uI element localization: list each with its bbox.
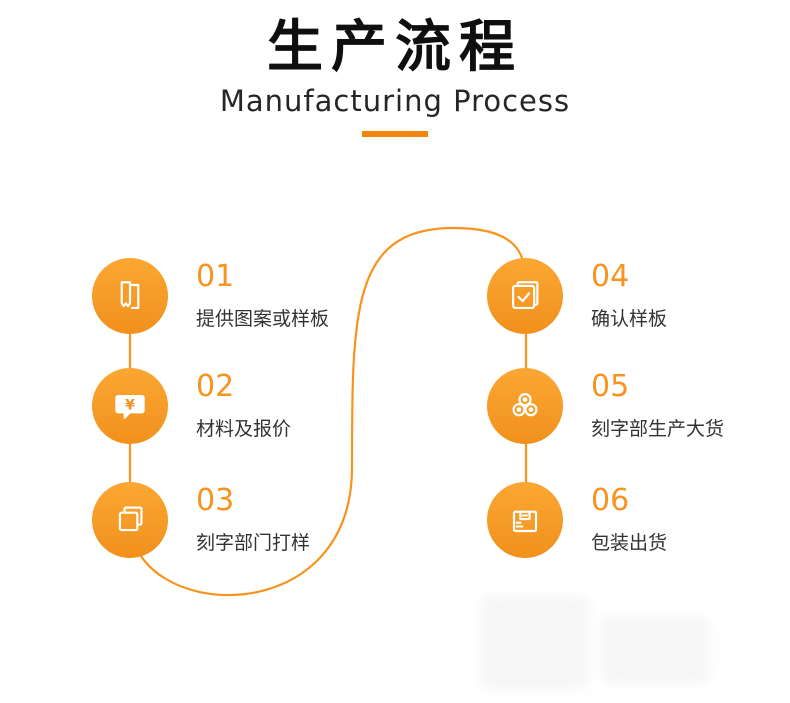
bulk-production-rolls-icon: [512, 392, 538, 417]
step-number: 06: [591, 483, 630, 518]
step-number: 02: [196, 369, 235, 404]
step-label: 刻字部生产大货: [591, 417, 725, 440]
step-label: 提供图案或样板: [196, 307, 330, 330]
process-step-3: 03 刻字部门打样: [92, 482, 310, 558]
step-circle: [487, 258, 563, 334]
step-label: 刻字部门打样: [196, 531, 311, 554]
step-label: 包装出货: [591, 531, 668, 554]
section-subtitle: Manufacturing Process: [219, 84, 571, 119]
proof-sheets-icon: [118, 506, 143, 532]
process-step-1: 01 提供图案或样板: [92, 258, 329, 334]
step-circle: ¥: [92, 368, 168, 444]
section-header: 生产流程 Manufacturing Process: [0, 0, 790, 138]
package-box-icon: [512, 510, 538, 533]
step-circle: [487, 368, 563, 444]
section-title: 生产流程: [267, 15, 523, 80]
step-circle: [92, 258, 168, 334]
step-text: 05 刻字部生产大货: [591, 368, 724, 441]
step-text: 02 材料及报价: [196, 368, 291, 441]
process-step-6: 06 包装出货: [487, 482, 667, 558]
price-quote-icon: ¥: [115, 395, 145, 419]
step-text: 01 提供图案或样板: [196, 258, 329, 331]
step-number: 03: [196, 483, 235, 518]
step-text: 06 包装出货: [591, 482, 667, 555]
step-label: 确认样板: [591, 307, 668, 330]
step-number: 05: [591, 369, 630, 404]
step-number: 01: [196, 259, 235, 294]
process-step-2: ¥ 02 材料及报价: [92, 368, 291, 444]
step-label: 材料及报价: [196, 417, 292, 440]
step-circle: [487, 482, 563, 558]
step-number: 04: [591, 259, 630, 294]
accent-divider: [362, 131, 428, 138]
process-step-4: 04 确认样板: [487, 258, 667, 334]
step-circle: [92, 482, 168, 558]
confirm-sample-icon: [511, 281, 539, 310]
fabric-sample-icon: [120, 281, 140, 310]
step-text: 03 刻字部门打样: [196, 482, 310, 555]
process-step-5: 05 刻字部生产大货: [487, 368, 724, 444]
step-text: 04 确认样板: [591, 258, 667, 331]
yen-symbol: ¥: [125, 398, 135, 414]
